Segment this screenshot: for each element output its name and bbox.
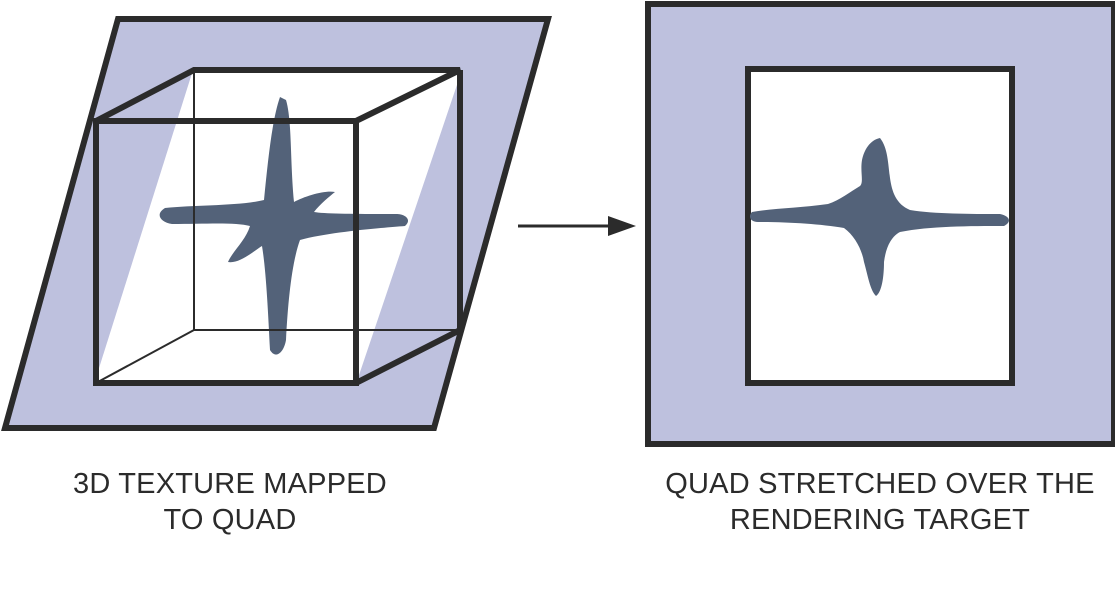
cube-back-left-diag (95, 329, 195, 384)
caption-texture-mapped: 3D TEXTURE MAPPED TO QUAD (20, 466, 440, 538)
caption-left-line-1: 3D TEXTURE MAPPED (73, 468, 387, 500)
caption-quad-stretched: QUAD STRETCHED OVER THE RENDERING TARGET (625, 466, 1115, 538)
wireframe-cube (93, 67, 463, 386)
stretched-cross-shape (750, 138, 1009, 296)
caption-right-line-1: QUAD STRETCHED OVER THE (665, 468, 1095, 500)
caption-right-line-2: RENDERING TARGET (729, 504, 1031, 536)
texture-cross-shape (159, 97, 409, 355)
arrow-icon (518, 216, 636, 236)
cube-right-face (354, 70, 463, 386)
caption-left-line-2: TO QUAD (163, 504, 297, 536)
